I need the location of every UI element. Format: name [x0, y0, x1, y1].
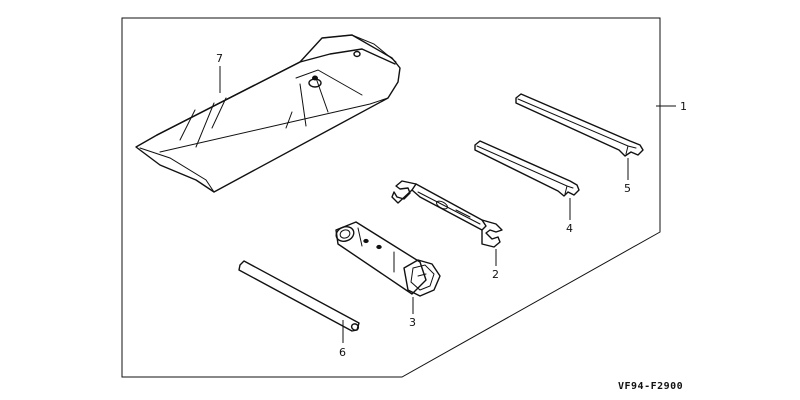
callout-3: 3	[409, 316, 416, 329]
tommy-bar-part-6	[238, 260, 360, 332]
box-spanner-part-3	[335, 221, 441, 297]
callout-7: 7	[216, 52, 223, 65]
callout-1: 1	[680, 100, 687, 113]
hex-key-short-part-4	[474, 140, 580, 197]
callout-5: 5	[624, 182, 631, 195]
diagram-code: VF94-F2900	[618, 381, 684, 392]
callout-2: 2	[492, 268, 499, 281]
callout-6: 6	[339, 346, 346, 359]
tool-bag-part-7	[135, 34, 401, 193]
hex-key-long-part-5	[515, 93, 644, 157]
spanner-part-2	[391, 180, 503, 248]
callout-4: 4	[566, 222, 573, 235]
leader-lines	[219, 66, 676, 343]
kit-frame	[121, 17, 661, 378]
